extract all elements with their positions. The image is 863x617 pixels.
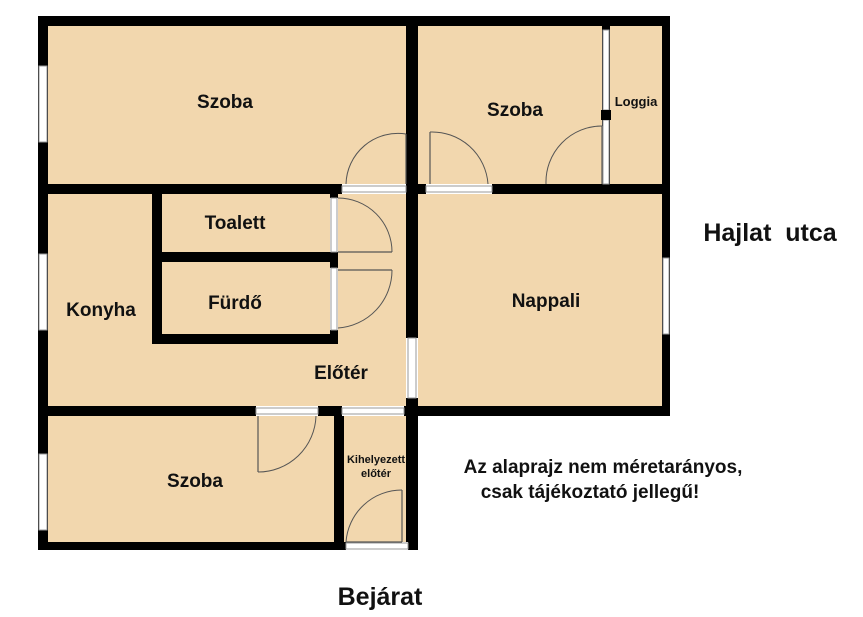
door-szoba-bottom-arc bbox=[257, 415, 317, 473]
label-szoba-top-left: Szoba bbox=[197, 92, 253, 113]
label-konyha: Konyha bbox=[66, 300, 136, 321]
loggia-mullion bbox=[601, 110, 611, 120]
floor-kihelyezett-eloter bbox=[344, 416, 406, 542]
threshold-toalett bbox=[330, 197, 338, 253]
wall-kihelyezett bbox=[334, 406, 344, 550]
label-szoba-top-right: Szoba bbox=[487, 100, 543, 121]
doors bbox=[257, 125, 603, 543]
door-loggia-arc bbox=[545, 125, 603, 185]
windows bbox=[38, 29, 670, 531]
floor-left-wing bbox=[48, 194, 406, 406]
window-right-nappali bbox=[662, 257, 670, 335]
window-loggia-upper bbox=[602, 29, 610, 111]
floor-szoba-bottom bbox=[48, 416, 334, 542]
door-szoba-tr-arc bbox=[429, 131, 489, 185]
wall-bath-bottom bbox=[152, 334, 332, 344]
wall-top bbox=[38, 16, 670, 26]
threshold-szoba-tr bbox=[425, 185, 493, 193]
threshold-furdo bbox=[330, 267, 338, 331]
wall-lower-horizontal bbox=[38, 406, 416, 416]
label-kihelyezett-line1: Kihelyezett bbox=[347, 454, 405, 466]
wall-center-vertical bbox=[406, 16, 418, 550]
wall-right-bottom bbox=[406, 406, 670, 416]
floor-nappali bbox=[418, 194, 662, 406]
window-left-konyha bbox=[38, 253, 48, 331]
label-loggia: Loggia bbox=[615, 94, 658, 109]
label-street: Hajlat utca bbox=[703, 219, 837, 247]
note-line-2: csak tájékoztató jellegű! bbox=[481, 482, 700, 503]
wall-bath-left bbox=[152, 194, 162, 344]
wall-right bbox=[662, 16, 670, 416]
label-eloter: Előtér bbox=[314, 363, 368, 384]
door-openings bbox=[255, 184, 493, 550]
label-kihelyezett-line2: előtér bbox=[361, 468, 392, 480]
note-line-1: Az alaprajz nem méretarányos, bbox=[464, 457, 743, 478]
label-nappali: Nappali bbox=[512, 291, 581, 312]
label-toalett: Toalett bbox=[205, 213, 267, 234]
threshold-nappali bbox=[407, 337, 417, 399]
label-furdo: Fürdő bbox=[208, 293, 262, 314]
door-entrance-arc bbox=[345, 489, 403, 543]
floor-szoba-top-left bbox=[48, 26, 406, 184]
window-left-bottom bbox=[38, 453, 48, 531]
room-labels: Szoba Szoba Loggia Toalett Fürdő Konyha … bbox=[66, 92, 658, 492]
threshold-szoba-tl bbox=[341, 185, 407, 193]
door-toalett-arc bbox=[337, 197, 393, 253]
outside-labels: Hajlat utca Bejárat Az alaprajz nem mére… bbox=[338, 219, 838, 611]
threshold-entrance bbox=[345, 542, 409, 550]
floor-szoba-top-right bbox=[418, 26, 662, 184]
window-loggia-lower bbox=[602, 119, 610, 185]
door-furdo-arc bbox=[337, 269, 393, 329]
label-szoba-bottom: Szoba bbox=[167, 471, 223, 492]
wall-bath-middle bbox=[152, 252, 332, 262]
label-entrance: Bejárat bbox=[338, 583, 423, 611]
threshold-kihelyezett bbox=[341, 407, 405, 415]
wall-bottom bbox=[38, 542, 416, 550]
door-szoba-tl-arc bbox=[345, 132, 407, 185]
threshold-szoba-bottom bbox=[255, 407, 319, 415]
window-left-top bbox=[38, 65, 48, 143]
room-floors bbox=[48, 26, 662, 542]
